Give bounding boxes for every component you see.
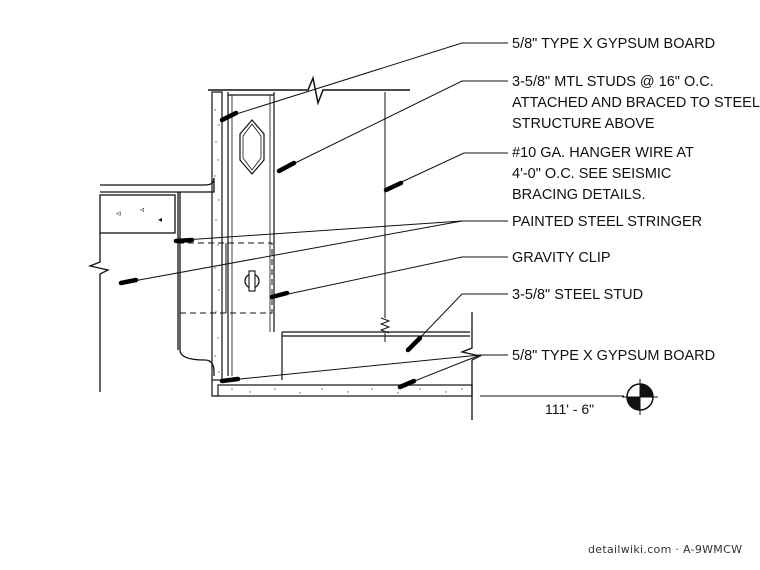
- section-arrow-icon-2: ◃: [140, 205, 144, 214]
- vertical-metal-stud: [227, 92, 275, 376]
- ceiling-gypsum-board: [217, 384, 473, 397]
- ceiling-gypsum-stipple: [231, 388, 463, 394]
- callout-labels: 5/8" TYPE X GYPSUM BOARD 3-5/8" MTL STUD…: [512, 36, 760, 364]
- elevation-marker-icon: [622, 379, 658, 415]
- label-hanger-line1: #10 GA. HANGER WIRE AT: [512, 145, 694, 161]
- label-stringer: PAINTED STEEL STRINGER: [512, 214, 702, 230]
- leader-gravity-clip: [269, 256, 508, 300]
- bolt-shank: [248, 270, 256, 292]
- label-gypsum-bottom: 5/8" TYPE X GYPSUM BOARD: [512, 348, 715, 364]
- label-studs-line3: STRUCTURE ABOVE: [512, 116, 655, 132]
- leader-stringer: [118, 220, 508, 286]
- stud-flange-lines: [231, 95, 271, 376]
- gypsum-corner: [211, 380, 218, 397]
- label-gravity-clip: GRAVITY CLIP: [512, 250, 611, 266]
- wall-gypsum-board: [211, 91, 223, 381]
- label-gypsum-top: 5/8" TYPE X GYPSUM BOARD: [512, 36, 715, 52]
- top-structure-line: [208, 75, 410, 106]
- leader-hanger: [383, 152, 508, 193]
- label-steel-stud: 3-5/8" STEEL STUD: [512, 287, 643, 303]
- section-arrow-icon-3: ◂: [158, 215, 162, 224]
- label-hanger-line2: 4'-0" O.C. SEE SEISMIC: [512, 166, 671, 182]
- gravity-clip-plate: [177, 242, 273, 314]
- left-break-line: [87, 233, 110, 392]
- section-arrow-icon: ◃: [116, 208, 121, 218]
- horizontal-steel-stud: [281, 331, 470, 380]
- elevation-marker: 111' - 6": [545, 379, 658, 417]
- hanger-wire-twist: [379, 317, 391, 342]
- stud-knockout-hole: [239, 119, 265, 175]
- wall-gypsum-stipple: [214, 109, 220, 373]
- elevation-value: 111' - 6": [545, 401, 594, 417]
- steel-stringer-box: [99, 194, 176, 234]
- label-studs-line1: 3-5/8" MTL STUDS @ 16" O.C.: [512, 74, 714, 90]
- source-footer: detailwiki.com · A-9WMCW: [588, 543, 742, 556]
- label-hanger-line3: BRACING DETAILS.: [512, 187, 645, 203]
- right-break-line: [459, 312, 482, 420]
- leader-steel-stud: [405, 293, 508, 353]
- leader-gypsum-top: [219, 42, 508, 123]
- label-studs-line2: ATTACHED AND BRACED TO STEEL: [512, 95, 760, 111]
- leader-lines: [118, 42, 508, 390]
- detail-structure: ◃ ◃ ◂: [87, 75, 624, 420]
- leader-gypsum-bottom: [219, 354, 508, 390]
- leader-studs: [276, 80, 508, 174]
- stud-knockout-hole-inner: [242, 123, 262, 171]
